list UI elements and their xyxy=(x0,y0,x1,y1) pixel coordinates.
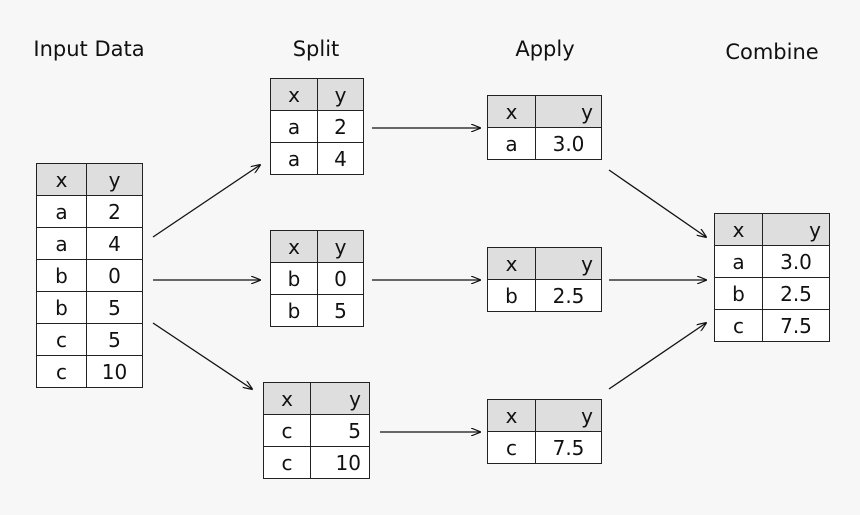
cell-y: 2.5 xyxy=(762,277,830,310)
cell-x: a xyxy=(36,195,87,228)
cell-y: 3.0 xyxy=(535,127,602,160)
cell-x: b xyxy=(714,277,763,310)
column-header-y: y xyxy=(310,382,370,415)
cell-y: 0 xyxy=(317,262,364,295)
column-header-x: x xyxy=(263,382,311,415)
arrow-input-to-split-a xyxy=(152,165,260,238)
title-split: Split xyxy=(292,37,340,61)
arrow-input-to-split-c xyxy=(152,322,252,389)
cell-x: c xyxy=(263,414,311,447)
table-header-row: x y xyxy=(487,95,602,128)
cell-x: a xyxy=(36,227,87,260)
column-header-y: y xyxy=(535,399,602,432)
cell-x: b xyxy=(36,291,87,324)
column-header-y: y xyxy=(762,213,830,246)
table-header-row: x y xyxy=(487,247,602,280)
cell-y: 2 xyxy=(86,195,143,228)
table-header-row: x y xyxy=(263,382,370,415)
table-header-row: x y xyxy=(714,213,830,246)
cell-x: a xyxy=(270,142,318,175)
cell-x: b xyxy=(487,279,536,312)
cell-x: c xyxy=(36,355,87,388)
cell-y: 4 xyxy=(86,227,143,260)
column-header-y: y xyxy=(86,163,143,196)
cell-y: 5 xyxy=(317,294,364,327)
arrow-apply-c-to-combine xyxy=(608,323,706,390)
arrow-apply-a-to-combine xyxy=(608,169,706,237)
cell-x: c xyxy=(714,309,763,342)
column-header-x: x xyxy=(714,213,763,246)
cell-x: b xyxy=(270,294,318,327)
title-input-data: Input Data xyxy=(33,37,145,61)
cell-y: 10 xyxy=(310,446,370,479)
cell-y: 4 xyxy=(317,142,364,175)
column-header-x: x xyxy=(270,230,318,263)
column-header-y: y xyxy=(535,247,602,280)
cell-x: c xyxy=(487,431,536,464)
cell-y: 3.0 xyxy=(762,245,830,278)
cell-y: 5 xyxy=(310,414,370,447)
cell-x: b xyxy=(270,262,318,295)
title-combine: Combine xyxy=(725,40,819,64)
table-header-row: x y xyxy=(270,230,364,263)
cell-y: 5 xyxy=(86,291,143,324)
column-header-y: y xyxy=(535,95,602,128)
cell-y: 7.5 xyxy=(535,431,602,464)
column-header-y: y xyxy=(317,78,364,111)
cell-y: 2.5 xyxy=(535,279,602,312)
cell-x: a xyxy=(487,127,536,160)
column-header-x: x xyxy=(36,163,87,196)
table-header-row: x y xyxy=(36,163,143,196)
table-header-row: x y xyxy=(270,78,364,111)
cell-x: a xyxy=(714,245,763,278)
column-header-y: y xyxy=(317,230,364,263)
column-header-x: x xyxy=(487,247,536,280)
column-header-x: x xyxy=(487,399,536,432)
cell-y: 5 xyxy=(86,323,143,356)
column-header-x: x xyxy=(270,78,318,111)
cell-y: 0 xyxy=(86,259,143,292)
cell-x: b xyxy=(36,259,87,292)
cell-y: 2 xyxy=(317,110,364,143)
cell-x: a xyxy=(270,110,318,143)
cell-x: c xyxy=(36,323,87,356)
cell-y: 7.5 xyxy=(762,309,830,342)
title-apply: Apply xyxy=(515,37,575,61)
column-header-x: x xyxy=(487,95,536,128)
table-header-row: x y xyxy=(487,399,602,432)
cell-y: 10 xyxy=(86,355,143,388)
cell-x: c xyxy=(263,446,311,479)
